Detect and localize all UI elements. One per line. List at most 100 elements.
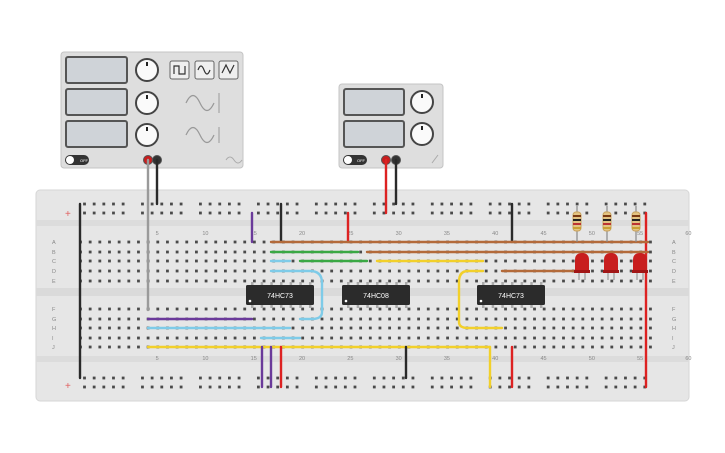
breadboard-hole[interactable] [426, 269, 430, 273]
rail-hole[interactable] [633, 376, 637, 380]
breadboard-hole[interactable] [166, 240, 169, 244]
breadboard-hole[interactable] [562, 307, 565, 311]
breadboard-hole[interactable] [243, 307, 247, 311]
breadboard-hole[interactable] [388, 307, 392, 311]
breadboard-hole[interactable] [137, 240, 140, 244]
rail-hole[interactable] [556, 376, 560, 380]
breadboard-hole[interactable] [581, 279, 585, 283]
rail-hole[interactable] [334, 385, 338, 389]
breadboard-hole[interactable] [542, 345, 546, 349]
breadboard-hole[interactable] [552, 307, 556, 311]
breadboard-hole[interactable] [185, 269, 189, 273]
breadboard-hole[interactable] [88, 279, 92, 283]
rail-hole[interactable] [459, 376, 463, 380]
breadboard-hole[interactable] [436, 317, 440, 321]
breadboard-hole[interactable] [88, 345, 92, 349]
rail-hole[interactable] [150, 202, 154, 206]
rail-hole[interactable] [237, 376, 241, 380]
breadboard-hole[interactable] [465, 336, 469, 340]
breadboard-hole[interactable] [310, 279, 314, 283]
rail-hole[interactable] [170, 376, 173, 380]
rail-hole[interactable] [527, 211, 531, 215]
breadboard-hole[interactable] [88, 250, 92, 254]
breadboard-hole[interactable] [591, 279, 594, 283]
breadboard-hole[interactable] [620, 336, 623, 340]
rail-hole[interactable] [527, 376, 531, 380]
breadboard-hole[interactable] [175, 307, 179, 311]
rail-hole[interactable] [450, 211, 453, 215]
rail-hole[interactable] [237, 385, 241, 389]
rail-hole[interactable] [112, 385, 115, 389]
breadboard-hole[interactable] [484, 269, 488, 273]
rail-hole[interactable] [324, 202, 328, 206]
rail-hole[interactable] [141, 376, 144, 380]
rail-hole[interactable] [170, 202, 173, 206]
breadboard-hole[interactable] [368, 269, 372, 273]
breadboard-hole[interactable] [214, 336, 218, 340]
breadboard-hole[interactable] [127, 326, 131, 330]
rail-hole[interactable] [546, 202, 550, 206]
breadboard-hole[interactable] [175, 279, 179, 283]
breadboard-hole[interactable] [127, 240, 131, 244]
rail-hole[interactable] [585, 385, 589, 389]
breadboard-hole[interactable] [349, 336, 353, 340]
rail-hole[interactable] [121, 202, 125, 206]
breadboard-hole[interactable] [368, 259, 372, 263]
breadboard-hole[interactable] [175, 259, 179, 263]
breadboard-hole[interactable] [117, 336, 121, 340]
rail-hole[interactable] [459, 211, 463, 215]
breadboard-hole[interactable] [397, 279, 401, 283]
breadboard-hole[interactable] [272, 279, 276, 283]
breadboard-hole[interactable] [243, 336, 247, 340]
breadboard-hole[interactable] [368, 307, 372, 311]
rail-hole[interactable] [334, 211, 338, 215]
breadboard-hole[interactable] [108, 307, 111, 311]
breadboard-hole[interactable] [320, 269, 324, 273]
rail-hole[interactable] [83, 202, 86, 206]
breadboard-hole[interactable] [204, 307, 208, 311]
rail-hole[interactable] [276, 202, 280, 206]
breadboard-hole[interactable] [436, 279, 440, 283]
breadboard-hole[interactable] [117, 317, 121, 321]
breadboard-hole[interactable] [108, 250, 111, 254]
breadboard-hole[interactable] [214, 307, 218, 311]
rail-hole[interactable] [566, 202, 569, 206]
rail-hole[interactable] [179, 385, 183, 389]
breadboard-hole[interactable] [98, 250, 102, 254]
breadboard-hole[interactable] [243, 240, 247, 244]
chip-body[interactable] [246, 285, 314, 305]
rail-hole[interactable] [430, 376, 434, 380]
breadboard-hole[interactable] [610, 307, 614, 311]
breadboard-hole[interactable] [620, 259, 623, 263]
rail-hole[interactable] [160, 376, 164, 380]
rail-hole[interactable] [343, 376, 347, 380]
rail-hole[interactable] [411, 376, 415, 380]
breadboard-hole[interactable] [262, 307, 266, 311]
rail-hole[interactable] [266, 202, 270, 206]
breadboard-hole[interactable] [600, 336, 604, 340]
rail-hole[interactable] [643, 376, 647, 380]
rail-hole[interactable] [121, 376, 125, 380]
breadboard-hole[interactable] [455, 279, 459, 283]
breadboard-hole[interactable] [600, 307, 604, 311]
breadboard-hole[interactable] [600, 259, 604, 263]
rail-hole[interactable] [314, 202, 318, 206]
voltage-knob[interactable] [410, 90, 434, 114]
breadboard-hole[interactable] [649, 336, 652, 340]
breadboard-hole[interactable] [571, 259, 575, 263]
rail-hole[interactable] [450, 376, 453, 380]
rail-hole[interactable] [102, 376, 106, 380]
rail-hole[interactable] [401, 376, 405, 380]
breadboard-hole[interactable] [127, 250, 131, 254]
breadboard-hole[interactable] [224, 279, 227, 283]
breadboard-hole[interactable] [301, 279, 305, 283]
breadboard-hole[interactable] [137, 250, 140, 254]
breadboard-hole[interactable] [224, 240, 227, 244]
breadboard-hole[interactable] [262, 240, 266, 244]
breadboard-hole[interactable] [320, 336, 324, 340]
breadboard-hole[interactable] [146, 336, 150, 340]
breadboard-hole[interactable] [108, 317, 111, 321]
breadboard-hole[interactable] [417, 307, 420, 311]
breadboard-hole[interactable] [224, 259, 227, 263]
